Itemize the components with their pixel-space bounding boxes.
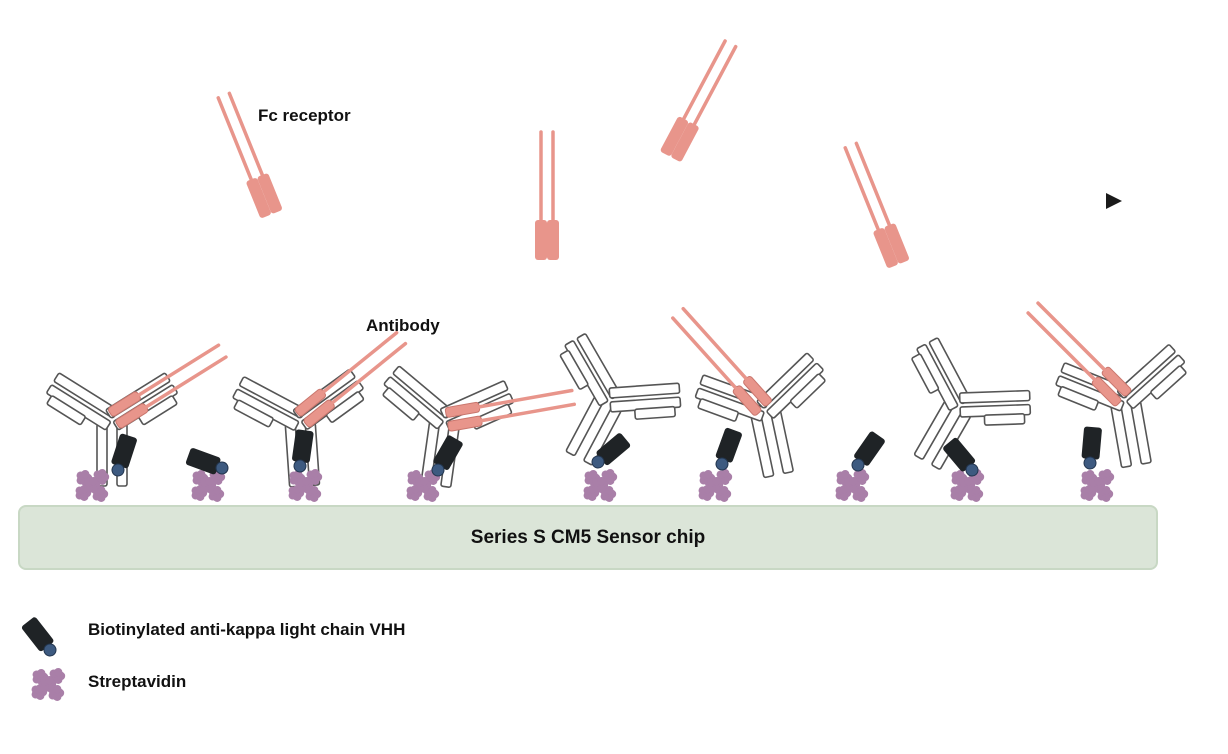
antibody-arm-right xyxy=(756,352,826,419)
antibody-arm-left xyxy=(559,333,621,407)
legend-icons xyxy=(21,617,66,702)
vhh-6 xyxy=(715,427,742,471)
antibody-arm-right xyxy=(608,382,682,420)
bound-fc-receptor xyxy=(1026,301,1132,407)
streptavidin-4 xyxy=(406,468,441,503)
antibody-6 xyxy=(671,306,826,479)
antibodies xyxy=(46,301,1187,488)
antibody-arm-left xyxy=(911,337,971,411)
antibody-arm-right xyxy=(1116,344,1187,409)
antibody-4 xyxy=(382,365,576,488)
bound-fc-receptor xyxy=(294,330,408,428)
vhh-9 xyxy=(1081,426,1102,470)
bound-fc-receptor xyxy=(444,388,576,432)
sensor-chip-label: Series S CM5 Sensor chip xyxy=(470,526,706,548)
vhh-5 xyxy=(591,433,631,469)
antibody-arm-right xyxy=(958,389,1032,426)
surface-capture-complexes xyxy=(75,426,1115,503)
antibody-5 xyxy=(559,333,682,466)
vhh-8 xyxy=(943,437,979,477)
streptavidin-6 xyxy=(698,468,733,503)
streptavidin-9 xyxy=(1080,468,1115,503)
fc-receptor-free-3 xyxy=(660,39,738,162)
streptavidin-1 xyxy=(75,468,110,503)
fc-receptor-free-2 xyxy=(535,130,559,260)
antibody-arm-left xyxy=(46,372,119,431)
bound-fc-receptor xyxy=(671,306,772,416)
fc-receptors xyxy=(216,39,909,268)
streptavidin-5 xyxy=(583,468,618,503)
fc-receptor-free-4 xyxy=(843,141,909,268)
fc-receptor-label: Fc receptor xyxy=(258,106,351,125)
streptavidin-3 xyxy=(288,468,323,503)
antibody-arm-left xyxy=(232,376,306,431)
legend-streptavidin-icon xyxy=(31,667,66,702)
vhh-7 xyxy=(851,431,885,472)
legend-vhh-icon xyxy=(21,617,57,657)
vhh-4 xyxy=(431,435,463,477)
fc-receptor-free-1 xyxy=(216,91,282,218)
legend-vhh-label: Biotinylated anti-kappa light chain VHH xyxy=(88,620,406,639)
sensor-chip: Series S CM5 Sensor chip xyxy=(18,505,1158,570)
antibody-label: Antibody xyxy=(366,316,440,335)
streptavidin-7 xyxy=(835,468,870,503)
vhh-3 xyxy=(292,429,314,473)
legend-streptavidin-label: Streptavidin xyxy=(88,672,187,691)
antibody-1 xyxy=(46,343,228,487)
vhh-1 xyxy=(111,433,137,477)
antibody-arm-left xyxy=(382,365,453,430)
bound-fc-receptor xyxy=(107,343,228,429)
antibody-3 xyxy=(232,330,408,488)
vhh-2 xyxy=(185,448,229,475)
antibody-9 xyxy=(1026,301,1187,469)
flow-arrow xyxy=(50,193,1122,209)
